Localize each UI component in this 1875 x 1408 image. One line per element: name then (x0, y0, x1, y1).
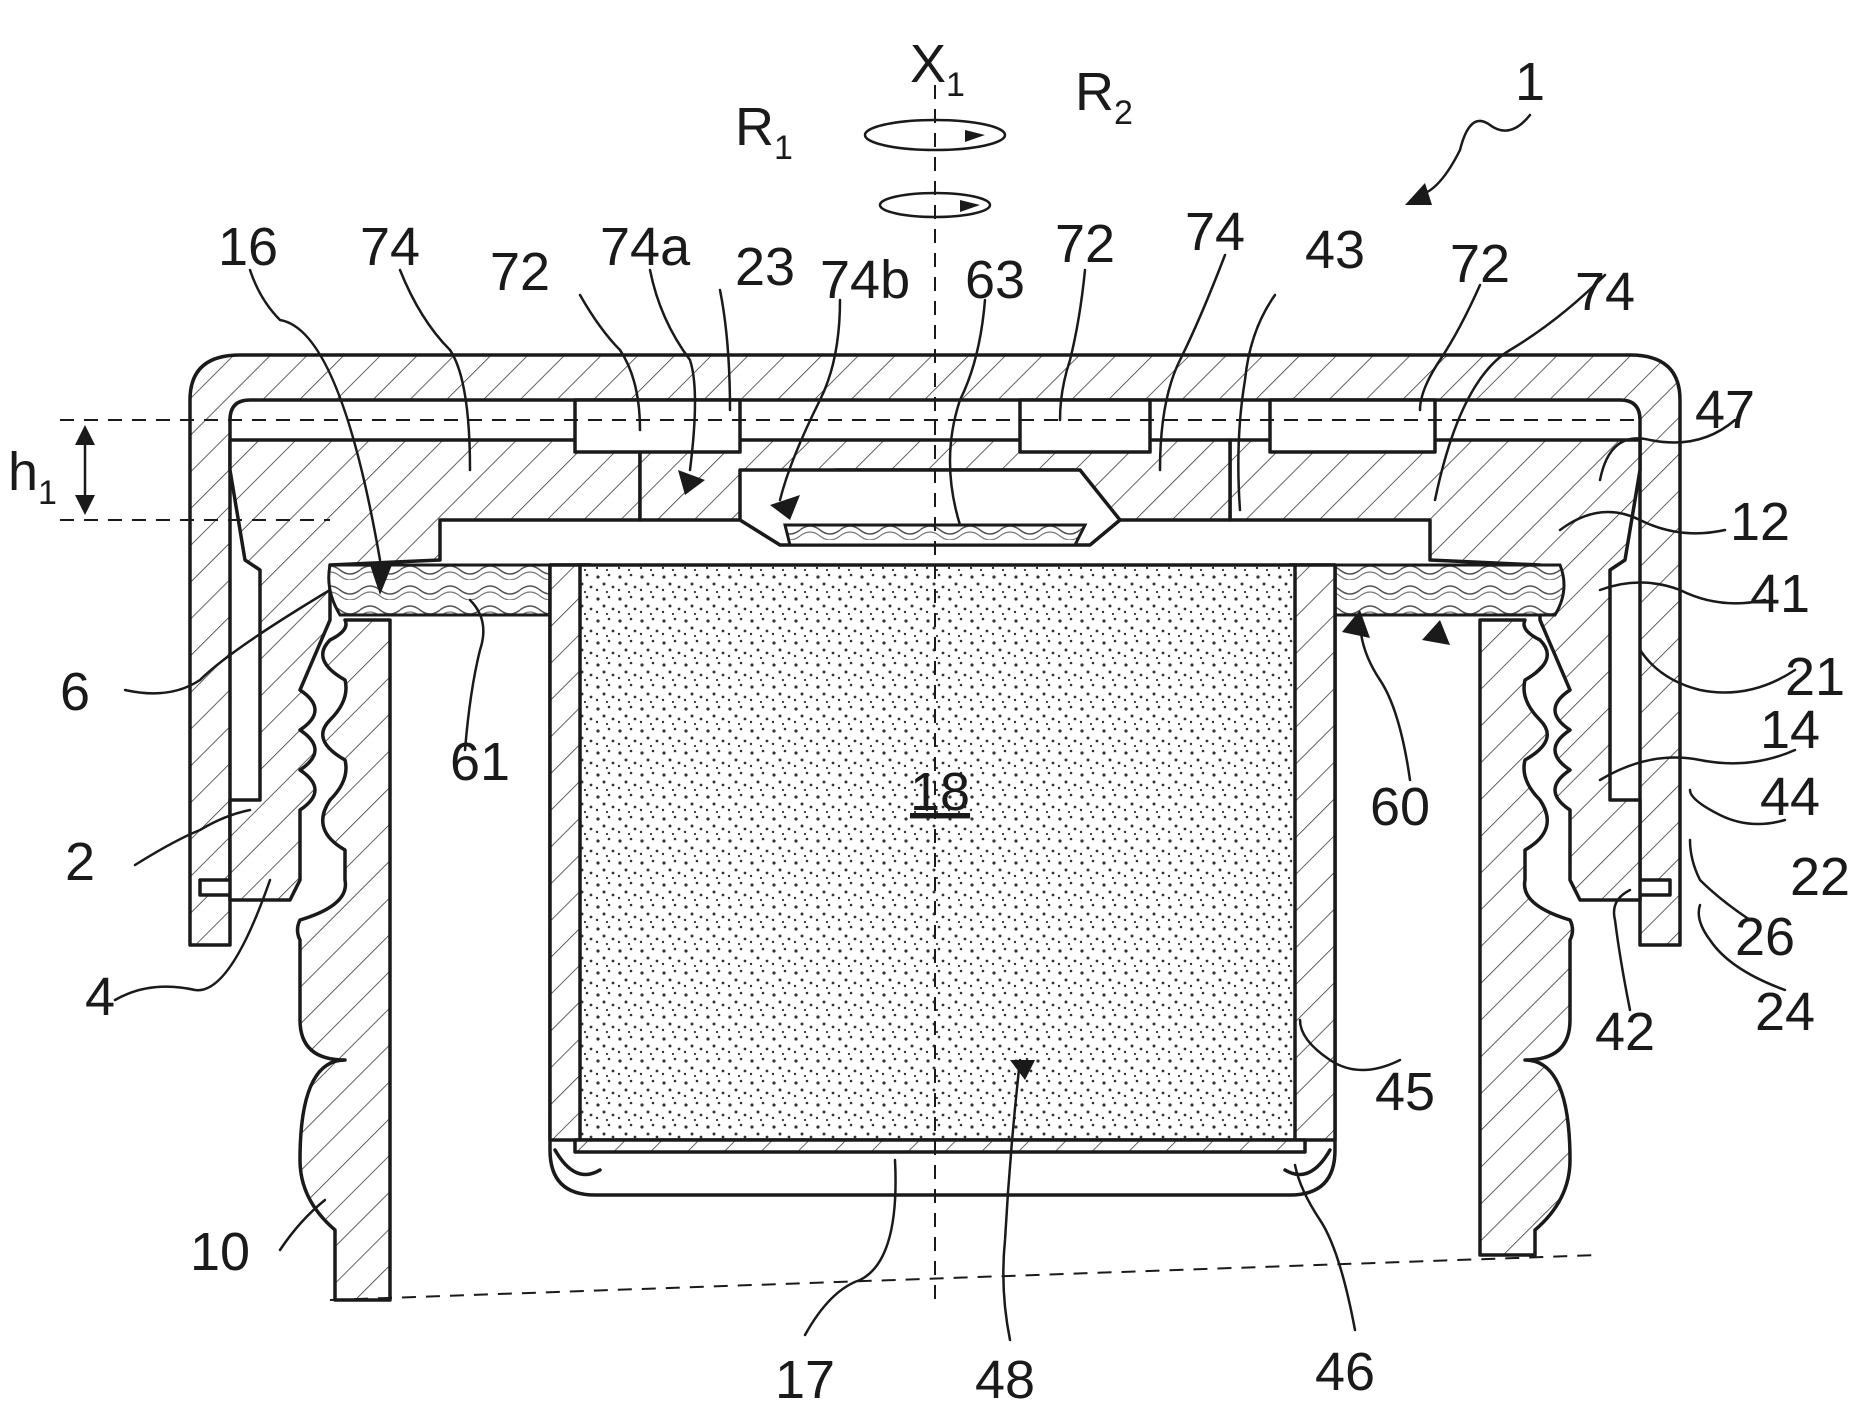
seal-right (1330, 565, 1564, 615)
label-74-left: 74 (360, 217, 420, 277)
label-74-mid: 74 (1185, 202, 1245, 262)
label-42: 42 (1595, 1002, 1655, 1062)
label-44: 44 (1760, 767, 1820, 827)
label-74-right: 74 (1575, 262, 1635, 322)
label-26: 26 (1735, 907, 1795, 967)
label-22: 22 (1790, 847, 1850, 907)
label-74a: 74a (600, 217, 691, 277)
label-10: 10 (190, 1222, 250, 1282)
membrane-17 (555, 1140, 1330, 1175)
label-16: 16 (218, 217, 278, 277)
label-12: 12 (1730, 492, 1790, 552)
label-48: 48 (975, 1350, 1035, 1408)
label-72-right: 72 (1450, 234, 1510, 294)
label-6: 6 (60, 662, 90, 722)
label-4: 4 (85, 967, 115, 1027)
label-60: 60 (1370, 777, 1430, 837)
substance-18 (580, 565, 1295, 1140)
seal-left (329, 565, 550, 615)
label-21: 21 (1785, 647, 1845, 707)
label-r2: R2 (1075, 62, 1133, 132)
label-r1: R1 (735, 97, 793, 167)
label-74b: 74b (820, 250, 910, 310)
leader-1 (1405, 115, 1530, 205)
label-47: 47 (1695, 380, 1755, 440)
label-23: 23 (735, 237, 795, 297)
label-h1: h1 (8, 442, 57, 512)
label-43: 43 (1305, 220, 1365, 280)
label-46: 46 (1315, 1342, 1375, 1402)
label-63: 63 (965, 250, 1025, 310)
label-14: 14 (1760, 700, 1820, 760)
label-x1: X1 (910, 34, 965, 104)
label-24: 24 (1755, 982, 1815, 1042)
h1-dimension-arrow (75, 425, 95, 515)
label-72-mid: 72 (1055, 214, 1115, 274)
piercing-element (740, 470, 1120, 545)
label-45: 45 (1375, 1062, 1435, 1122)
label-1: 1 (1515, 52, 1545, 112)
label-41: 41 (1750, 564, 1810, 624)
label-18: 18 (910, 762, 970, 822)
label-17: 17 (775, 1350, 835, 1408)
break-line (330, 1255, 1600, 1300)
label-61: 61 (450, 732, 510, 792)
label-72-left: 72 (490, 242, 550, 302)
label-2: 2 (65, 832, 95, 892)
